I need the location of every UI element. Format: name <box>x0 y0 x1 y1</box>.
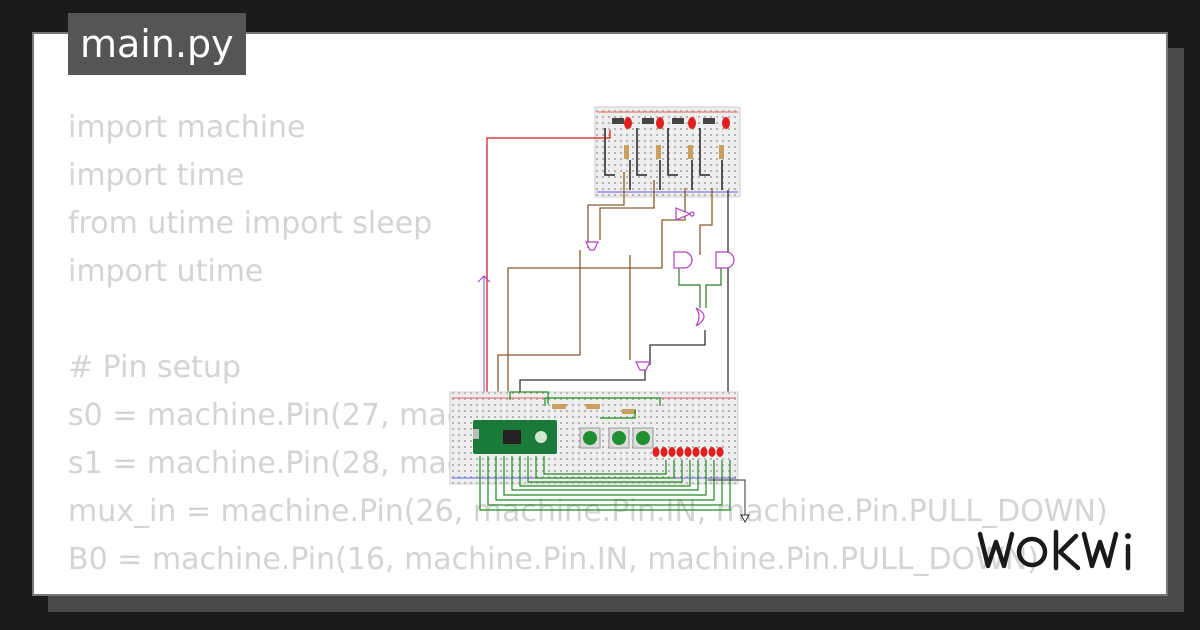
code-line: # Pin setup <box>68 350 241 385</box>
resistors <box>552 404 636 414</box>
code-line: B0 = machine.Pin(16, machine.Pin.IN, mac… <box>68 542 1039 577</box>
led-switch-columns <box>604 117 730 190</box>
code-line: import machine <box>68 110 306 145</box>
led-row <box>652 447 724 457</box>
logic-gates <box>585 207 735 371</box>
wokwi-logo-icon <box>977 529 1131 571</box>
code-listing: import machine import time from utime impo… <box>68 104 1108 594</box>
pico-board <box>473 420 557 454</box>
code-line: from utime import sleep <box>68 206 433 241</box>
signal-wires <box>497 172 713 395</box>
push-buttons <box>579 427 654 449</box>
circuit-diagram <box>449 106 750 524</box>
preview-card: import machine import time from utime impo… <box>32 32 1168 596</box>
file-tab: main.py <box>68 13 246 75</box>
code-line: import time <box>68 158 245 193</box>
power-wire <box>469 130 611 420</box>
code-line: B1 = machine.Pin(17, machine.Pin.IN, mac… <box>68 584 1108 594</box>
code-line: import utime <box>68 254 264 289</box>
